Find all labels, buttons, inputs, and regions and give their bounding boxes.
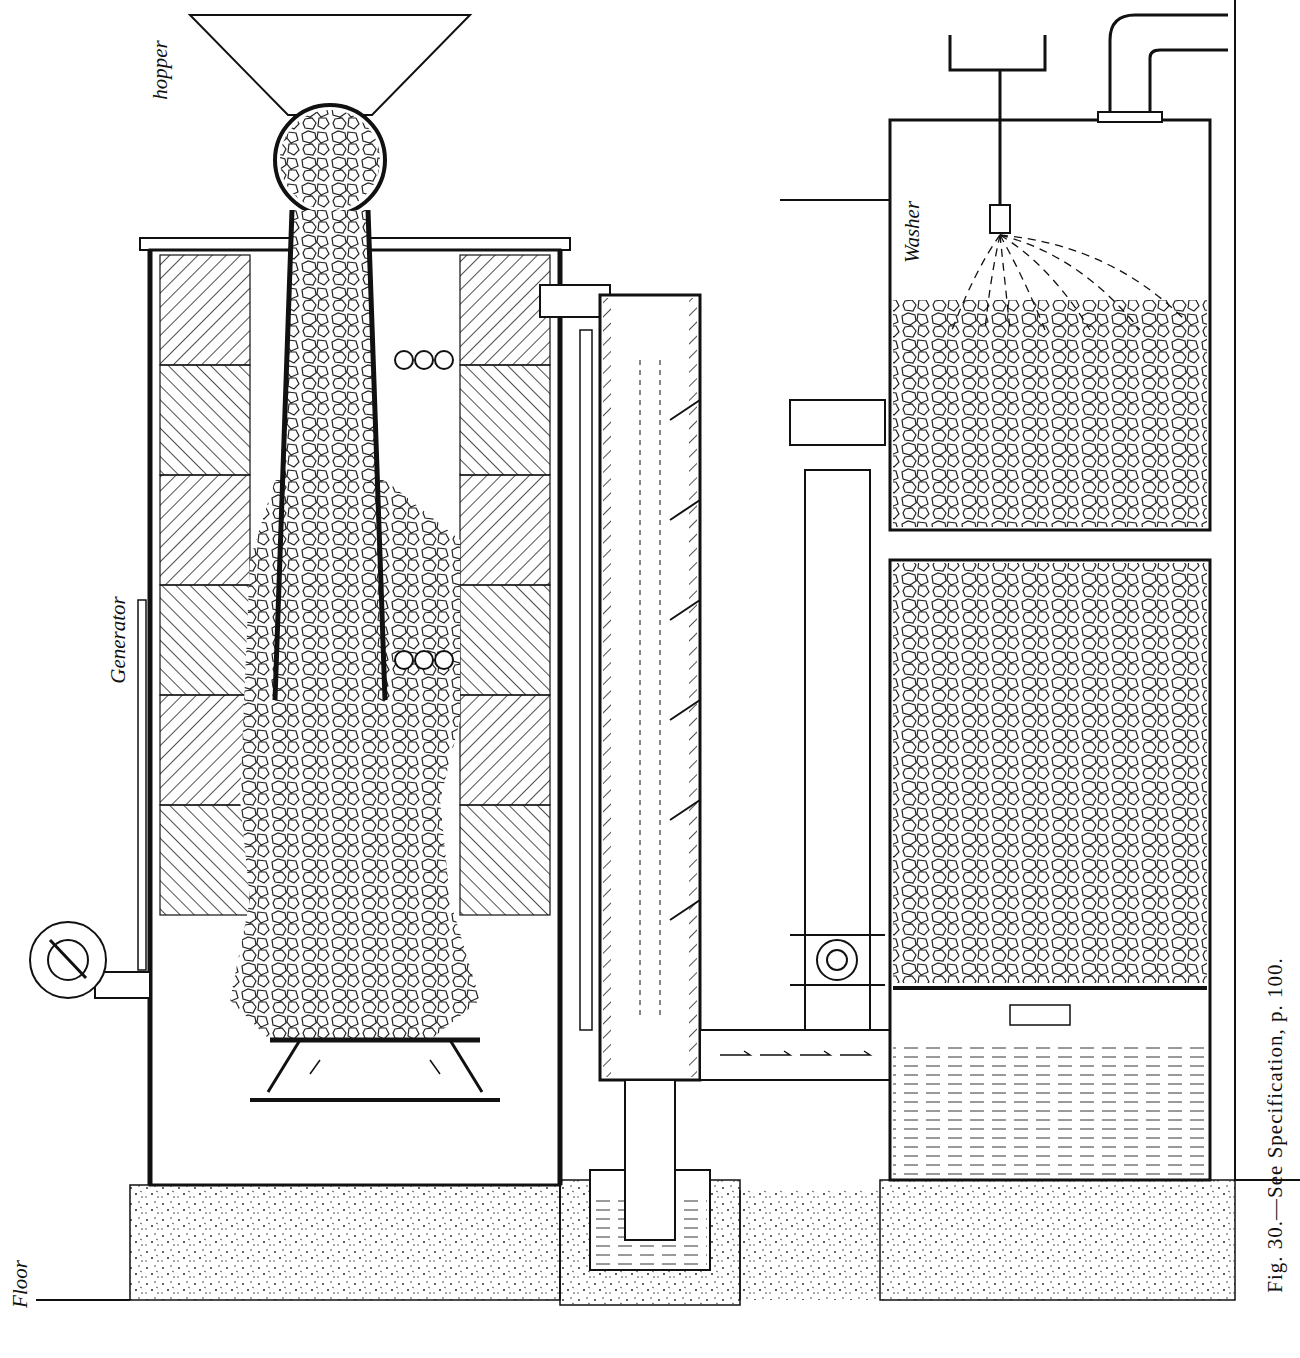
part-label: Generator [108, 596, 129, 684]
part-label: Washer [902, 201, 923, 263]
figure-caption: Fig. 30.—See Specification, p. 100. [1265, 957, 1286, 1292]
part-label: hopper [150, 40, 171, 100]
part-label: Floor [10, 1260, 31, 1308]
